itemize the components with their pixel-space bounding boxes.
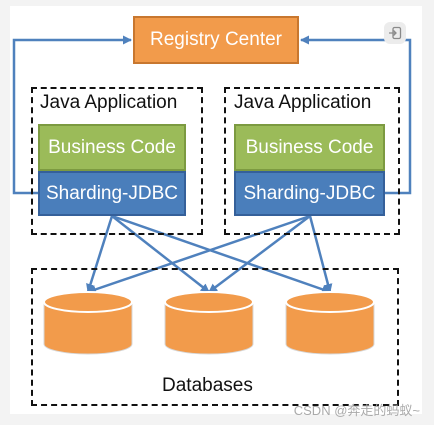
database-cylinder-1 [43,291,133,355]
databases-label: Databases [162,375,253,396]
exit-icon [389,26,402,40]
link-app2-db1 [87,214,311,294]
link-app2-db3 [308,215,333,293]
sharding-jdbc-right: Sharding-JDBC [234,171,385,216]
link-app1-db2 [111,215,210,293]
registry-center-box: Registry Center [133,16,299,64]
database-cylinders [43,291,375,355]
registry-center-label: Registry Center [150,29,282,50]
csdn-watermark: CSDN @奔走的蚂蚁~ [293,403,420,418]
java-application-right [224,87,400,235]
link-app1-db3 [111,214,331,294]
sharding-jdbc-left-label: Sharding-JDBC [46,182,178,204]
java-application-right-title: Java Application [234,92,372,113]
database-cylinder-3 [285,291,375,355]
sharding-jdbc-left: Sharding-JDBC [38,171,186,216]
exit-button[interactable] [384,22,406,44]
business-code-right: Business Code [234,124,385,171]
sharding-jdbc-right-label: Sharding-JDBC [243,182,376,204]
java-application-left-title: Java Application [40,92,178,113]
database-links [86,214,333,294]
business-code-right-label: Business Code [245,136,374,158]
link-app2-db2 [208,215,311,293]
registry-link-left [12,35,132,195]
link-app1-db1 [86,215,114,293]
java-application-left [31,87,203,235]
business-code-left-label: Business Code [48,136,176,158]
databases-group [31,268,399,406]
business-code-left: Business Code [38,124,186,171]
database-cylinder-2 [164,291,254,355]
registry-link-right [300,35,412,195]
